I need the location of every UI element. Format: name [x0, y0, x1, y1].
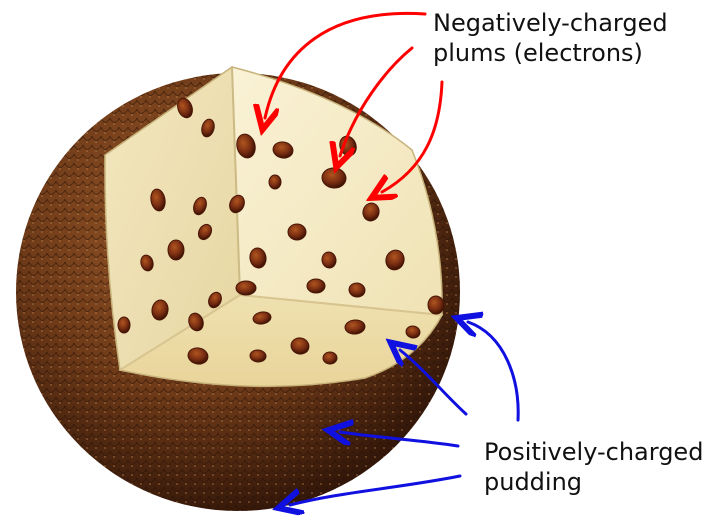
pudding-label-line1: Positively-charged	[484, 437, 703, 467]
raisin-plum	[288, 224, 306, 240]
raisin-plum	[307, 279, 325, 293]
pudding-label: Positively-charged pudding	[484, 437, 703, 497]
right-cut-face	[232, 67, 442, 315]
raisin-plum	[168, 240, 184, 260]
raisin-plum	[323, 352, 337, 364]
electrons-label: Negatively-charged plums (electrons)	[433, 8, 668, 68]
raisin-plum	[118, 317, 130, 333]
raisin-plum	[236, 281, 256, 295]
electrons-label-line2: plums (electrons)	[433, 38, 668, 68]
electrons-label-line1: Negatively-charged	[433, 8, 668, 38]
pudding-arrow-1	[468, 322, 518, 420]
pudding-label-line2: pudding	[484, 467, 703, 497]
raisin-plum	[269, 175, 281, 189]
